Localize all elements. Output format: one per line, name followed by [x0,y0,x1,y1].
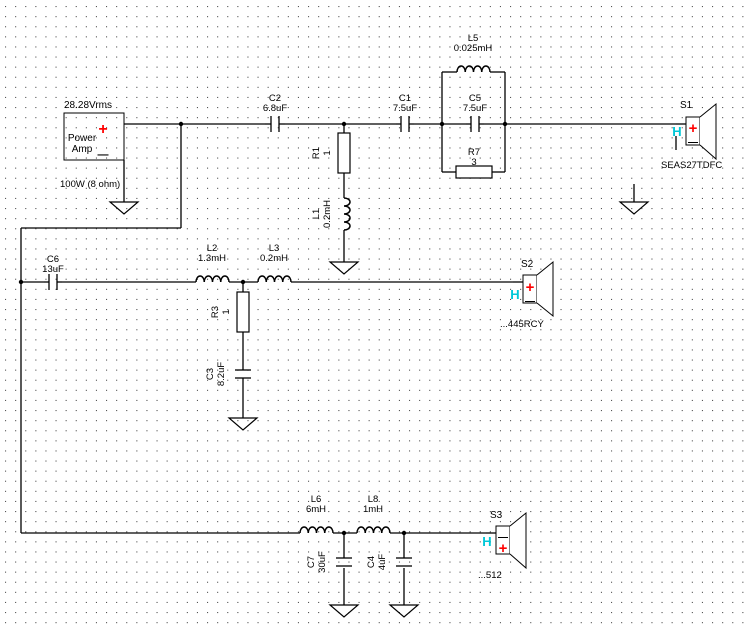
speaker-s3-name: S3 [490,510,503,521]
speaker-s1-name: S1 [680,100,693,111]
c3-value-label: 8.2uF [216,362,227,386]
speaker-s1-minus: — [688,137,698,148]
ground-symbol-c3 [227,417,259,431]
ground-symbol-c4 [388,604,420,618]
l6-name-label: L6 [311,494,322,505]
grid-dots [5,6,744,624]
speaker-s3-hf-marker: H [482,534,491,549]
capacitor-c1[interactable] [396,116,414,132]
c6-name-label: C6 [47,254,59,265]
speaker-s1-hf-marker: H [672,124,681,139]
amp-minus-terminal: — [98,149,109,161]
ground-symbol-amp [108,201,140,215]
ground-symbol-c7 [328,604,360,618]
inductor-l3[interactable] [257,275,292,283]
c4-name-label: C4 [366,556,377,568]
l8-value-label: 1mH [363,504,383,515]
c3-name-label: C3 [205,368,216,380]
l6-value-label: 6mH [306,504,326,515]
inductor-l5[interactable] [456,65,491,73]
c1-value-label: 7.5uF [393,103,417,114]
speaker-s3[interactable]: H + — [482,511,527,570]
l1-value-label: 0.2mH [322,200,333,228]
speaker-s3-minus: — [498,532,508,543]
speaker-s2-hf-marker: H [510,287,519,302]
wires [20,71,677,605]
speaker-s2-name: S2 [521,259,534,270]
c7-name-label: C7 [306,556,317,568]
resistor-r3[interactable] [236,291,250,333]
speaker-s2-minus: — [525,296,535,307]
capacitor-c7[interactable] [336,557,352,567]
c2-value-label: 6.8uF [263,103,287,114]
speaker-s1-plus: + [689,120,698,137]
c5-value-label: 7.5uF [463,103,487,114]
c4-value-label: 4uF [377,554,388,571]
r1-value-label: 1 [322,150,333,155]
c2-name-label: C2 [269,93,281,104]
junctions [18,121,508,536]
speaker-s2-model: ...445RCY [500,319,544,330]
speaker-s1-model: SEAS27TDFC [661,160,722,171]
l2-name-label: L2 [207,243,218,254]
l3-value-label: 0.2mH [260,253,288,264]
capacitor-c2[interactable] [265,116,285,132]
speaker-s2[interactable]: H + — [510,260,554,318]
ground-symbol-s1 [618,201,650,215]
r7-name-label: R7 [468,147,480,158]
speaker-s1[interactable]: H + — [672,102,717,161]
l3-name-label: L3 [269,243,280,254]
speaker-s3-model: ...512 [478,570,502,581]
amp-voltage-label: 28.28Vrms [64,100,112,111]
power-amp[interactable]: Power Amp + — [63,112,125,161]
inductor-l2[interactable] [195,275,230,283]
c5-name-label: C5 [469,93,481,104]
inductor-l8[interactable] [356,526,391,534]
l2-value-label: 1.3mH [198,253,226,264]
r3-name-label: R3 [210,306,221,318]
c6-value-label: 13uF [42,264,64,275]
speaker-s2-plus: + [526,279,535,296]
c7-value-label: 30uF [317,551,328,573]
capacitor-c6[interactable] [44,274,62,290]
amp-plus-terminal: + [98,121,107,138]
l8-name-label: L8 [368,494,379,505]
amp-title-line2: Amp [72,144,93,155]
c1-name-label: C1 [399,93,411,104]
inductor-l1[interactable] [343,197,351,231]
speaker-s3-plus: + [499,540,508,557]
l5-value-label: 0.025mH [454,43,493,54]
capacitor-c4[interactable] [396,557,412,567]
r1-name-label: R1 [311,147,322,159]
l1-name-label: L1 [311,209,322,220]
capacitor-c5[interactable] [466,116,484,132]
r7-value-label: 3 [471,157,476,168]
r3-value-label: 1 [221,309,232,314]
ground-symbol-l1 [328,261,360,275]
resistor-r1[interactable] [337,132,351,174]
l5-name-label: L5 [468,33,479,44]
inductor-l6[interactable] [299,526,334,534]
capacitor-c3[interactable] [235,365,251,384]
resistor-r7[interactable] [455,165,493,179]
amp-title-line1: Power [68,133,97,144]
amp-power-label: 100W (8 ohm) [60,179,120,190]
